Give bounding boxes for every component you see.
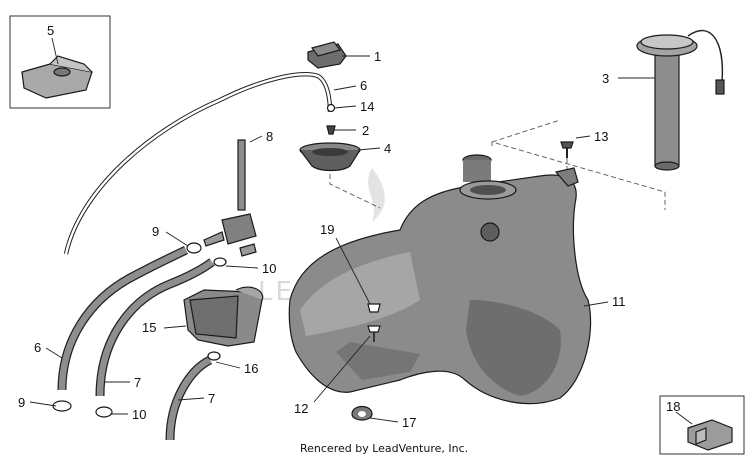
callout-9-top: 9: [152, 224, 159, 239]
tap-bracket: [183, 286, 264, 347]
callout-7-mid: 7: [134, 375, 141, 390]
callout-15: 15: [142, 320, 156, 335]
callout-9-bottom: 9: [18, 395, 25, 410]
fuel-tank: [288, 154, 592, 405]
vent-valve-parts: [326, 103, 336, 135]
callout-3: 3: [602, 71, 609, 86]
tank-bolt-rear: [560, 141, 574, 158]
callout-14: 14: [360, 99, 374, 114]
lower-clamps: [52, 400, 113, 418]
clip-inset-box: [9, 15, 111, 109]
fuel-tap: [203, 139, 257, 257]
left-hoses: [57, 245, 215, 397]
callout-12: 12: [294, 401, 308, 416]
fuel-pump-sender: [636, 29, 725, 171]
callout-8: 8: [266, 129, 273, 144]
hose-lower: [165, 351, 221, 441]
callout-19: 19: [320, 222, 334, 237]
callout-6-left: 6: [34, 340, 41, 355]
callout-7-lower: 7: [208, 391, 215, 406]
callout-4: 4: [384, 141, 391, 156]
render-credit: Rencered by LeadVenture, Inc.: [300, 442, 468, 455]
callout-1: 1: [374, 49, 381, 64]
upper-clamps: [186, 242, 227, 267]
filler-gasket: [299, 142, 361, 172]
leader-lines: [29, 55, 655, 423]
callout-16: 16: [244, 361, 258, 376]
callout-labels: 5 1 6 14 2 4 3 13 11 8 9 10 19 15 6 7 16…: [18, 23, 680, 430]
fuel-cap: [307, 41, 347, 69]
callout-17: 17: [402, 415, 416, 430]
callout-18: 18: [666, 399, 680, 414]
callout-6-top: 6: [360, 78, 367, 93]
callout-13: 13: [594, 129, 608, 144]
cable-clamp: [351, 405, 373, 421]
callout-11: 11: [612, 294, 626, 309]
callout-10-bottom: 10: [132, 407, 146, 422]
tank-bolts-lower: [367, 303, 381, 342]
callout-2: 2: [362, 123, 369, 138]
rubber-pad-inset-box: [659, 395, 745, 455]
callout-10-top: 10: [262, 261, 276, 276]
callout-5: 5: [47, 23, 54, 38]
